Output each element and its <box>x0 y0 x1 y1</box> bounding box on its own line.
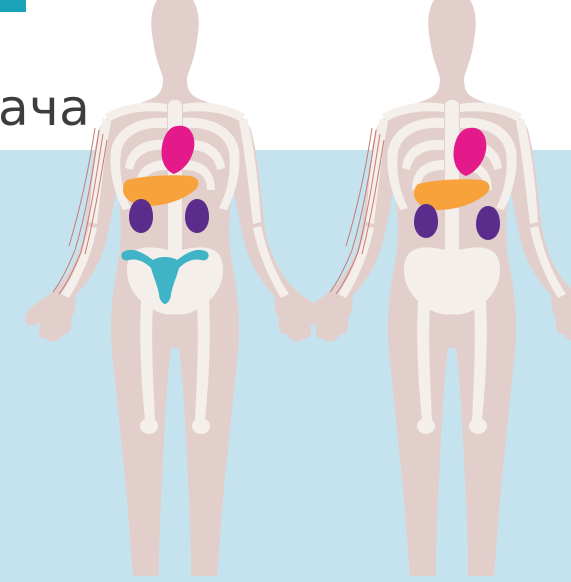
male-figure <box>302 0 571 576</box>
kidney-right-icon <box>185 199 209 233</box>
kidney-right-icon <box>476 206 500 240</box>
kidney-left-icon <box>414 204 438 238</box>
female-figure <box>25 0 325 576</box>
kidney-left-icon <box>129 199 153 233</box>
